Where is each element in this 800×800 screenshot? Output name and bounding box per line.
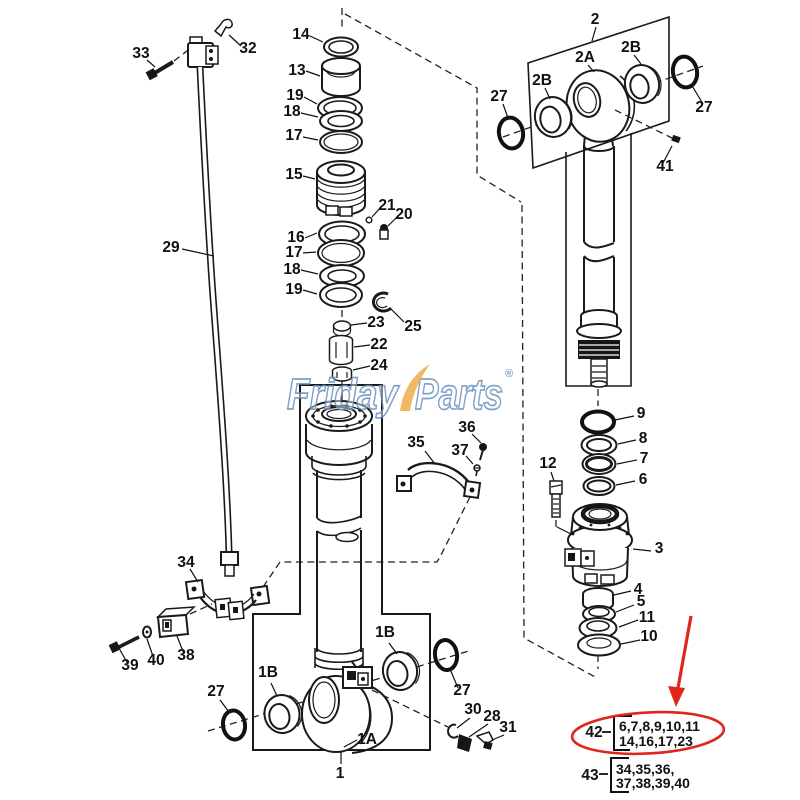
part-label-2: 2 xyxy=(591,11,600,28)
part-label-34: 34 xyxy=(177,554,195,571)
part-label-17-upper: 17 xyxy=(285,127,302,144)
part-label-16: 16 xyxy=(287,229,305,246)
part-label-8: 8 xyxy=(639,430,648,447)
part-label-41: 41 xyxy=(656,158,674,175)
part-label-27-top-right: 27 xyxy=(695,99,712,116)
part-label-9: 9 xyxy=(637,405,646,422)
part-27-oring-top-left xyxy=(496,115,526,151)
part-label-25: 25 xyxy=(404,318,422,335)
part-label-13: 13 xyxy=(288,62,306,79)
part-label-1b-right: 1B xyxy=(375,624,395,641)
clamp-upper xyxy=(396,443,487,500)
part-label-1: 1 xyxy=(336,765,345,782)
callout-43-bracket xyxy=(610,757,629,793)
part-label-27-top-left: 27 xyxy=(490,88,507,105)
watermark-swoosh xyxy=(400,364,430,411)
part-label-27-bottom-right: 27 xyxy=(453,682,470,699)
part-label-19-mid: 19 xyxy=(285,281,303,298)
pipe-fitting xyxy=(187,36,219,68)
bellows-stack xyxy=(577,587,621,657)
part-number-labels: 33 32 29 14 13 19 18 17 15 21 20 16 17 1… xyxy=(121,11,712,782)
part-12-bolt xyxy=(549,480,572,535)
watermark-registered-icon: ® xyxy=(505,368,513,380)
callout-42-line1: 6,7,8,9,10,11 xyxy=(619,718,700,734)
part-label-36: 36 xyxy=(458,419,476,436)
part-29-tube xyxy=(196,66,239,577)
part-label-23: 23 xyxy=(367,314,385,331)
part-label-14: 14 xyxy=(292,26,310,43)
part-label-7: 7 xyxy=(640,450,649,467)
barrel-assembly xyxy=(220,384,494,754)
red-annotations xyxy=(570,615,726,756)
part-label-18-upper: 18 xyxy=(283,103,301,120)
watermark: Friday Parts ® xyxy=(286,364,513,420)
seal-stack xyxy=(316,36,393,407)
callout-lists: 42 6,7,8,9,10,11 14,16,17,23 43 34,35,36… xyxy=(581,715,700,793)
part-label-31: 31 xyxy=(499,719,517,736)
part-label-39: 39 xyxy=(121,657,139,674)
part-label-30: 30 xyxy=(464,701,481,718)
part-label-32: 32 xyxy=(239,40,256,57)
red-arrow-head xyxy=(668,686,685,707)
part-label-40: 40 xyxy=(147,652,164,669)
red-highlight-ellipse xyxy=(570,710,726,756)
part-3-gland xyxy=(564,503,633,587)
part-27-oring-top-right xyxy=(670,54,700,90)
part-33-bolt xyxy=(145,60,175,81)
part-label-19-upper: 19 xyxy=(286,87,304,104)
callout-43-number: 43 xyxy=(581,767,599,784)
part-label-4: 4 xyxy=(634,581,643,598)
part-label-20: 20 xyxy=(395,206,412,223)
part-label-2b-left: 2B xyxy=(532,72,552,89)
part-label-29: 29 xyxy=(162,239,180,256)
part-label-37: 37 xyxy=(451,442,468,459)
part-2b-right-bushing xyxy=(623,64,662,104)
part-label-2b-right: 2B xyxy=(621,39,641,56)
part-32-clip xyxy=(213,18,233,38)
part-label-28: 28 xyxy=(483,708,501,725)
part-label-2a: 2A xyxy=(575,49,595,66)
part-label-38: 38 xyxy=(177,647,195,664)
part-label-6: 6 xyxy=(639,471,648,488)
construction-dashed-lines xyxy=(173,8,673,728)
part-label-24: 24 xyxy=(370,357,388,374)
part-label-27-bottom-left: 27 xyxy=(207,683,224,700)
part-label-5: 5 xyxy=(637,593,646,610)
part-label-15: 15 xyxy=(285,166,303,183)
part-label-10: 10 xyxy=(640,628,657,645)
watermark-brand-first: Friday xyxy=(287,370,400,419)
part-label-18-mid: 18 xyxy=(283,261,301,278)
part-label-33: 33 xyxy=(132,45,150,62)
part-label-1a: 1A xyxy=(357,731,377,748)
rod-assembly xyxy=(496,15,700,388)
callout-43-line2: 37,38,39,40 xyxy=(616,775,690,791)
part-label-17-mid: 17 xyxy=(285,244,302,261)
callout-42-line2: 14,16,17,23 xyxy=(619,733,693,749)
clamp-lower xyxy=(108,578,271,654)
gland-stack xyxy=(549,409,633,587)
part-label-11: 11 xyxy=(639,609,656,626)
part-label-35: 35 xyxy=(407,434,425,451)
callout-43-line1: 34,35,36, xyxy=(616,761,674,777)
part-label-3: 3 xyxy=(655,540,664,557)
part-41-pin xyxy=(671,134,681,144)
part-label-22: 22 xyxy=(370,336,387,353)
red-arrow-shaft xyxy=(676,615,693,689)
leader-lines xyxy=(119,26,704,764)
watermark-brand-second: Parts xyxy=(415,370,503,419)
part-label-12: 12 xyxy=(539,455,556,472)
part-label-21: 21 xyxy=(378,197,396,214)
part-label-1b-left: 1B xyxy=(258,664,278,681)
callout-42-number: 42 xyxy=(585,724,602,741)
